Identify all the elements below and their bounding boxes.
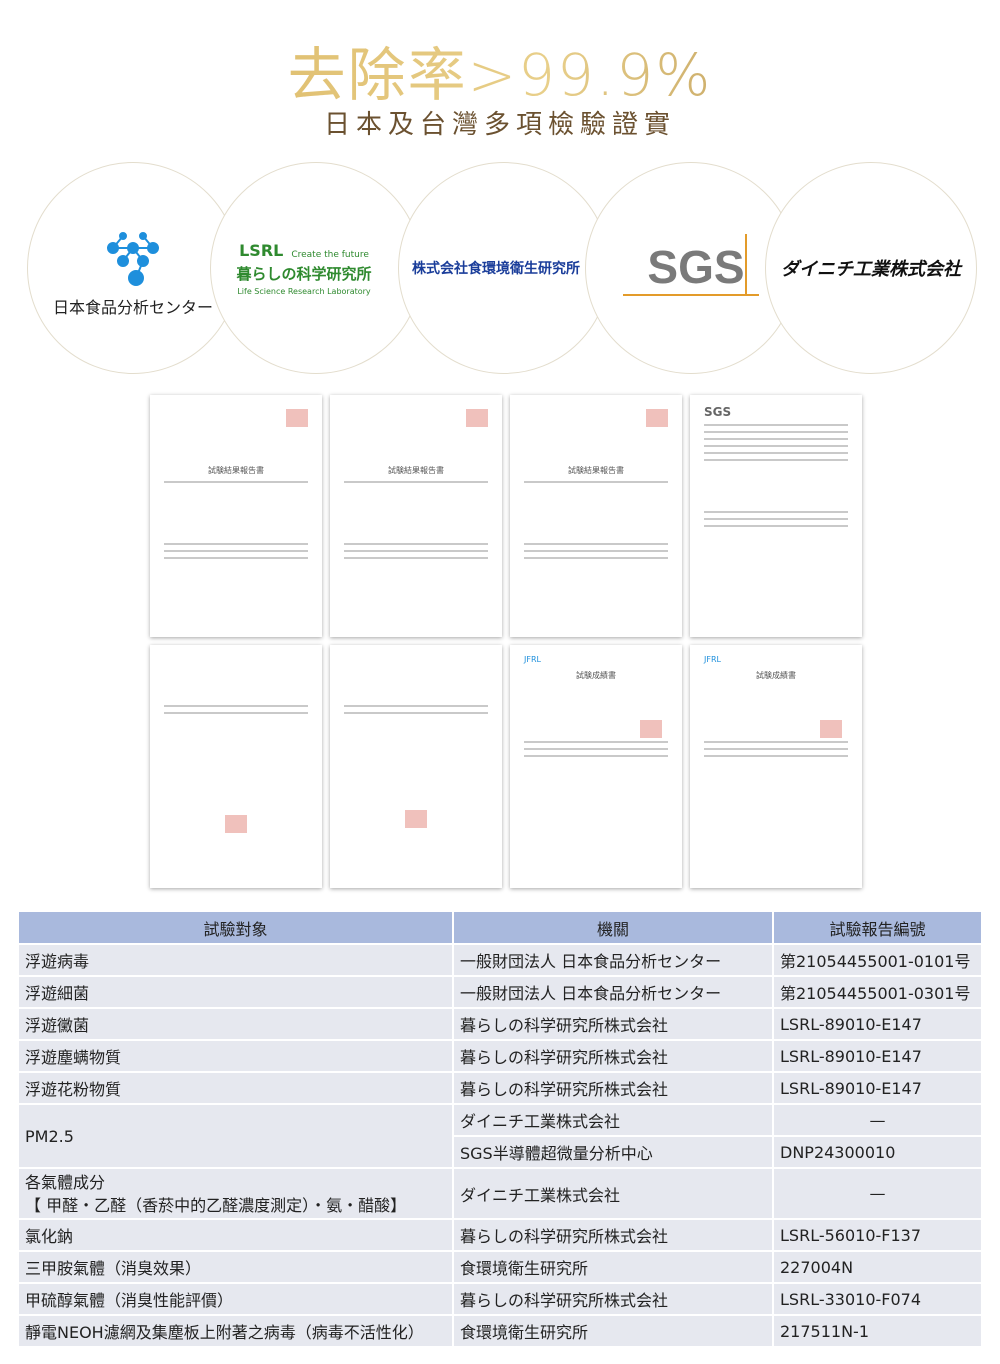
header-report: 試驗報告編號 [774,912,981,943]
page-subtitle: 日本及台灣多項檢驗證實 [323,110,676,140]
logo-jfrl: 日本食品分析センター [27,162,239,374]
header-org: 機關 [454,912,772,943]
network-molecule-icon [107,232,159,286]
report-document: SGS [690,395,862,637]
report-document: 試験結果報告書 [510,395,682,637]
logo-sgs: SGS [585,162,797,374]
table-header-row: 試驗對象 機關 試驗報告編號 [19,912,981,943]
report-document [150,645,322,888]
report-document [330,645,502,888]
table-row: 浮遊病毒一般財団法人 日本食品分析センター第21054455001-0101号 [19,945,981,975]
logo-food-env: 株式会社食環境衛生研究所 [398,162,610,374]
page-title: 去除率>99.9% [0,28,1000,112]
logo-dainichi: ダイニチ工業株式会社 [765,162,977,374]
test-results-table: 試驗對象 機關 試驗報告編號 浮遊病毒一般財団法人 日本食品分析センター第210… [17,910,983,1348]
table-row: 浮遊細菌一般財団法人 日本食品分析センター第21054455001-0301号 [19,977,981,1007]
header-subject: 試驗對象 [19,912,452,943]
report-document: 試験結果報告書 [330,395,502,637]
logo-lsrl: LSRL Create the future 暮らしの科学研究所 Life Sc… [210,162,422,374]
report-document: 試験結果報告書 [150,395,322,637]
table-row: 各氣體成分【 甲醛・乙醛（香菸中的乙醛濃度測定）・氨・醋酸】ダイニチ工業株式会社… [19,1169,981,1218]
